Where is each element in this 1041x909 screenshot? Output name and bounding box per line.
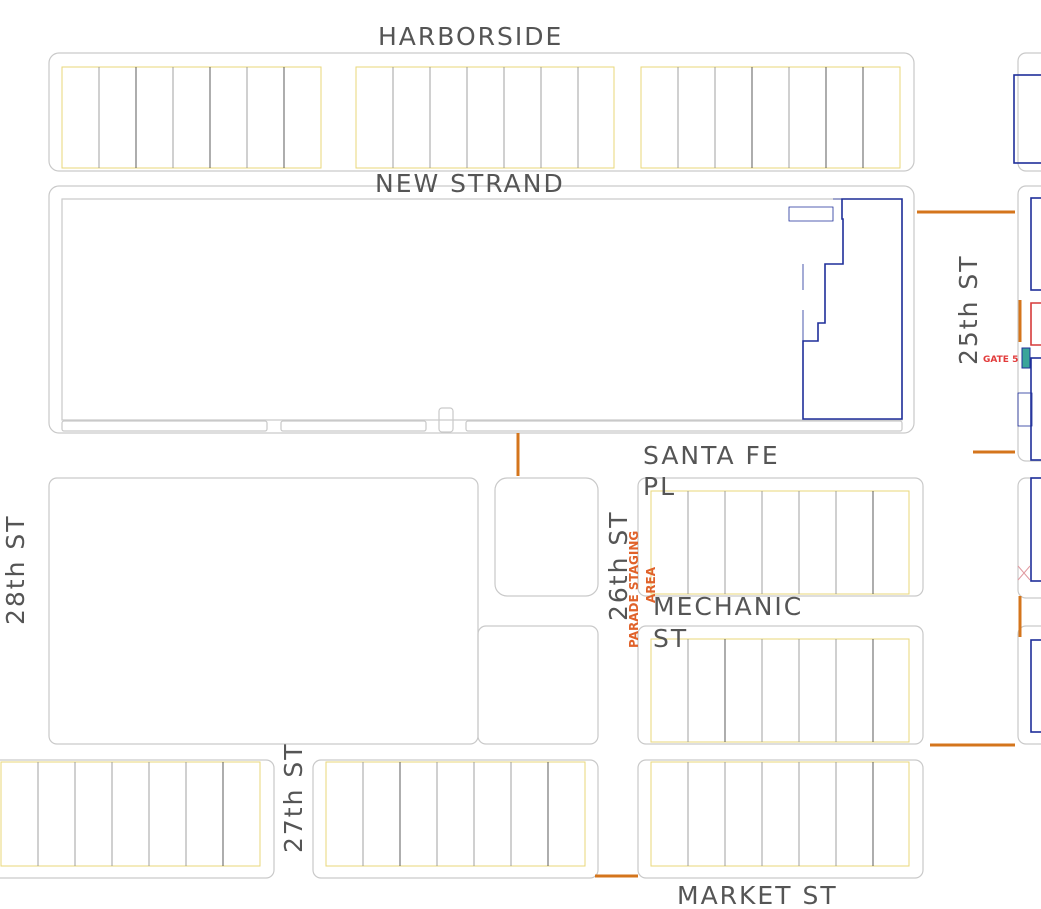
street-25th: 25th ST	[954, 254, 983, 365]
building-outline	[788, 198, 903, 420]
street-28th: 28th ST	[1, 514, 30, 625]
block-bottom-left	[0, 759, 275, 879]
street-new-strand: NEW STRAND	[375, 169, 565, 198]
parade-staging-label-line1: PARADE STAGING	[627, 531, 641, 648]
gate-marker	[1021, 347, 1031, 369]
block-bottom-right	[637, 759, 924, 879]
street-harborside: HARBORSIDE	[378, 22, 563, 51]
right-edge-blocks	[1013, 52, 1041, 745]
street-santa-fe-line1: SANTA FE	[643, 441, 780, 470]
block-new-strand	[48, 185, 915, 434]
street-27th: 27th ST	[279, 742, 308, 853]
gate-label: GATE 5	[983, 355, 1018, 365]
parking-lot-harborside-east	[640, 66, 901, 169]
street-mechanic-line2: ST	[653, 624, 688, 653]
block-lower-left	[48, 477, 599, 745]
street-26th: 26th ST	[604, 510, 633, 621]
barricades	[516, 210, 1022, 878]
street-santa-fe-line2: PL	[643, 472, 676, 501]
parking-lot-harborside-west	[61, 66, 322, 169]
block-santa-fe	[637, 477, 924, 597]
street-mechanic-line1: MECHANIC	[653, 592, 803, 621]
street-market: MARKET ST	[677, 881, 838, 909]
block-mechanic	[637, 625, 924, 745]
block-small-square	[494, 477, 599, 597]
block-bottom-center	[312, 759, 599, 879]
parade-staging-label-line2: AREA	[644, 566, 658, 603]
parking-lot-harborside-center	[355, 66, 615, 169]
block-harborside	[48, 52, 915, 172]
